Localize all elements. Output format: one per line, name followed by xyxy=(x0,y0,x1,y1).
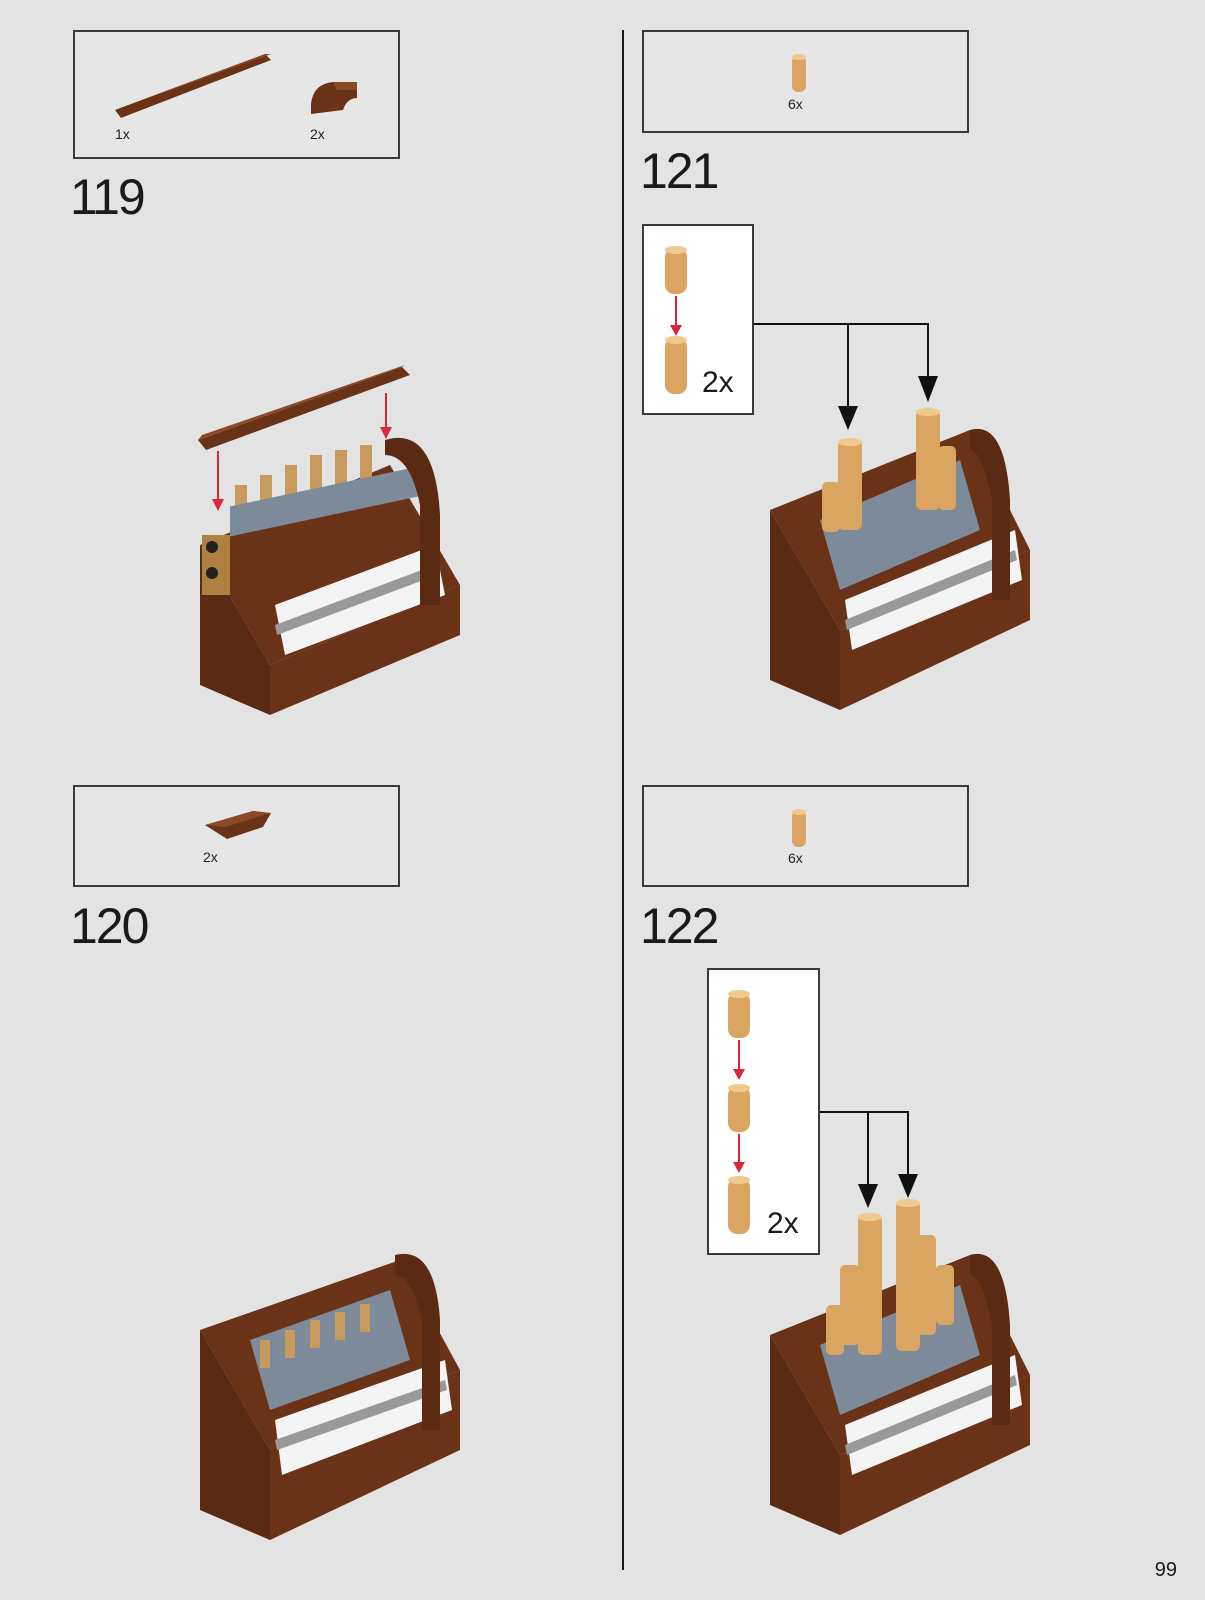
page-number: 99 xyxy=(1155,1559,1177,1582)
subassembly-qty-121: 2x xyxy=(702,366,734,400)
part-qty-wedge-plate: 2x xyxy=(203,849,218,865)
organ-model-step-122 xyxy=(760,1195,1060,1555)
step-number-121: 121 xyxy=(640,142,717,200)
organ-model-step-120 xyxy=(190,1250,490,1550)
organ-model-step-119 xyxy=(190,355,490,735)
brown-curved-slope-icon xyxy=(307,76,367,126)
step-number-122: 122 xyxy=(640,897,717,955)
step-number-119: 119 xyxy=(70,168,144,226)
step-122-parts-box: 6x xyxy=(642,785,969,887)
part-qty-round-bar: 6x xyxy=(788,96,803,112)
part-qty-round-bar: 6x xyxy=(788,850,803,866)
step-121-subassembly-box: 2x xyxy=(642,224,754,415)
part-qty-curved-slope: 2x xyxy=(310,126,325,142)
brown-wedge-plate-icon xyxy=(203,807,283,847)
tan-round-bar-icon xyxy=(788,805,818,855)
step-120-parts-box: 2x xyxy=(73,785,400,887)
tan-round-bar-icon xyxy=(788,50,818,100)
organ-model-step-121 xyxy=(760,400,1060,720)
step-119-parts-box: 1x 2x xyxy=(73,30,400,159)
part-qty-plate: 1x xyxy=(115,126,130,142)
subassembly-stack-icon xyxy=(644,226,756,417)
step-number-120: 120 xyxy=(70,897,147,955)
column-divider xyxy=(622,30,624,1570)
step-121-parts-box: 6x xyxy=(642,30,969,133)
